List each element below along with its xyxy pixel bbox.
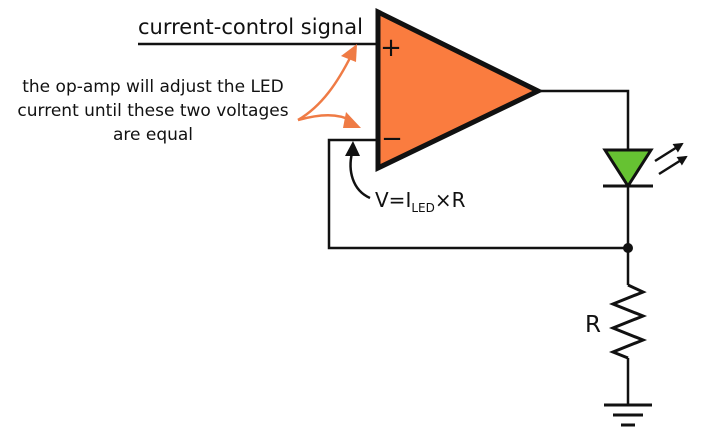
wires [138,42,648,405]
annotation-arrowhead-plus [341,44,357,62]
annotation-arrow-to-plus [297,53,354,122]
opamp-output-wire [538,89,630,150]
formula-arrow [349,152,371,200]
led-triangle [602,148,654,189]
opamp-minus-label: − [381,124,403,154]
annotation-line-3: are equal [113,125,193,145]
ground-symbol [604,403,652,427]
opamp-triangle [375,7,544,172]
annotation-arrowhead-minus [343,112,361,128]
signal-label: current-control signal [138,15,363,39]
junction-node [623,243,633,253]
annotation-line-1: the op-amp will adjust the LED [22,77,284,97]
formula-arrowhead [345,141,360,156]
feedback-wire [327,138,628,250]
formula-label: V=ILED×R [375,188,466,215]
annotation-arrows [297,44,361,128]
opamp-plus-label: + [380,33,402,63]
resistor-label: R [585,312,601,338]
led-symbol [602,142,688,189]
annotation-line-2: current until these two voltages [17,101,288,121]
led-light-arrow-1 [654,142,684,163]
resistor-symbol [608,283,648,360]
led-light-arrow-2 [658,155,688,176]
